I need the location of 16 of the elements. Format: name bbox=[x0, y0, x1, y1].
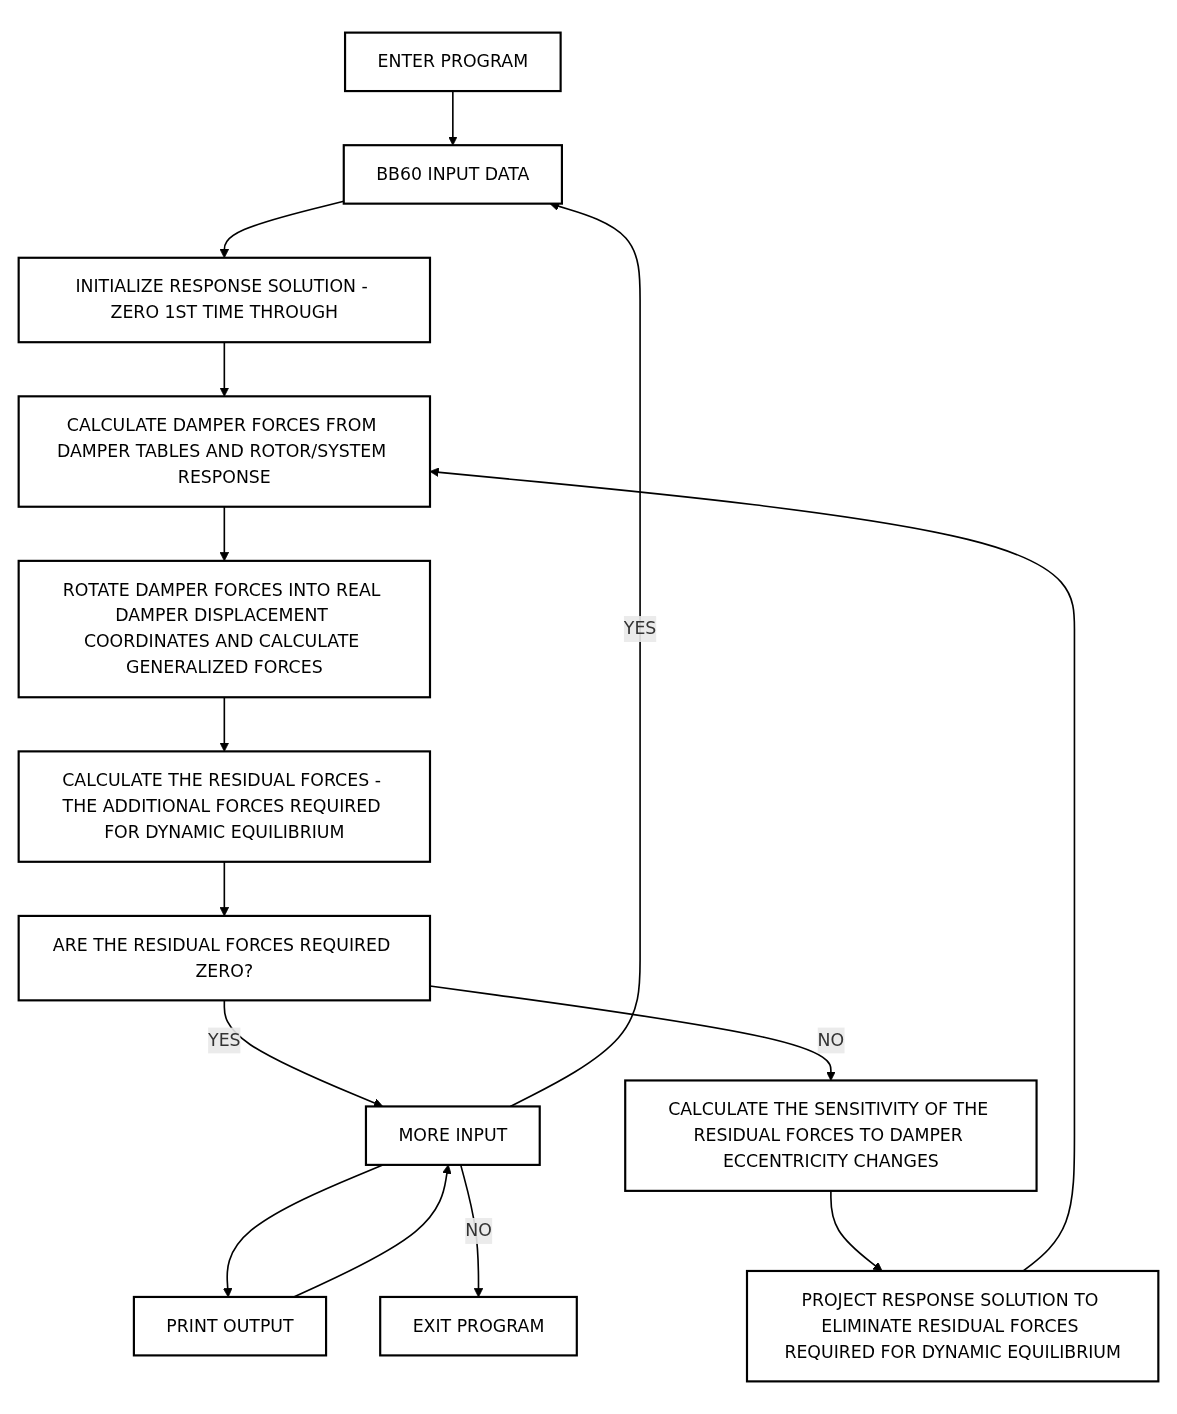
node-box: CALCULATE DAMPER FORCES FROM DAMPER TABLES AND ROTOR/SYSTEM RESPONSE bbox=[17, 395, 432, 508]
node-box: CALCULATE THE SENSITIVITY OF THE RESIDUAL FORCES TO DAMPER ECCENTRICITY CHANGES bbox=[624, 1079, 1038, 1192]
edge-label: YES bbox=[208, 1029, 241, 1051]
node-box: ARE THE RESIDUAL FORCES REQUIRED ZERO? bbox=[17, 914, 432, 1002]
edge-label: NO bbox=[465, 1220, 492, 1241]
node-box: INITIALIZE RESPONSE SOLUTION - ZERO 1ST TIME THROUGH bbox=[17, 256, 432, 344]
node-box: PRINT OUTPUT bbox=[132, 1295, 328, 1357]
node-box: CALCULATE THE RESIDUAL FORCES - THE ADDITIONAL FORCES REQUIRED FOR DYNAMIC EQUILIBRIUM bbox=[17, 750, 432, 863]
node-box: EXIT PROGRAM bbox=[379, 1295, 578, 1357]
node-box: ENTER PROGRAM bbox=[344, 31, 562, 93]
edge-label: NO bbox=[817, 1029, 845, 1051]
node-box: PROJECT RESPONSE SOLUTION TO ELIMINATE RESIDUAL FORCES REQUIRED FOR DYNAMIC EQUILIBRIUM bbox=[745, 1269, 1160, 1383]
node-box: BB60 INPUT DATA bbox=[342, 144, 563, 205]
node-box: ROTATE DAMPER FORCES INTO REAL DAMPER DISPLACEMENT COORDINATES AND CALCULATE GENERALIZED FORCES bbox=[17, 559, 432, 699]
node-box: MORE INPUT bbox=[364, 1105, 541, 1166]
edge-label: YES bbox=[623, 618, 657, 639]
